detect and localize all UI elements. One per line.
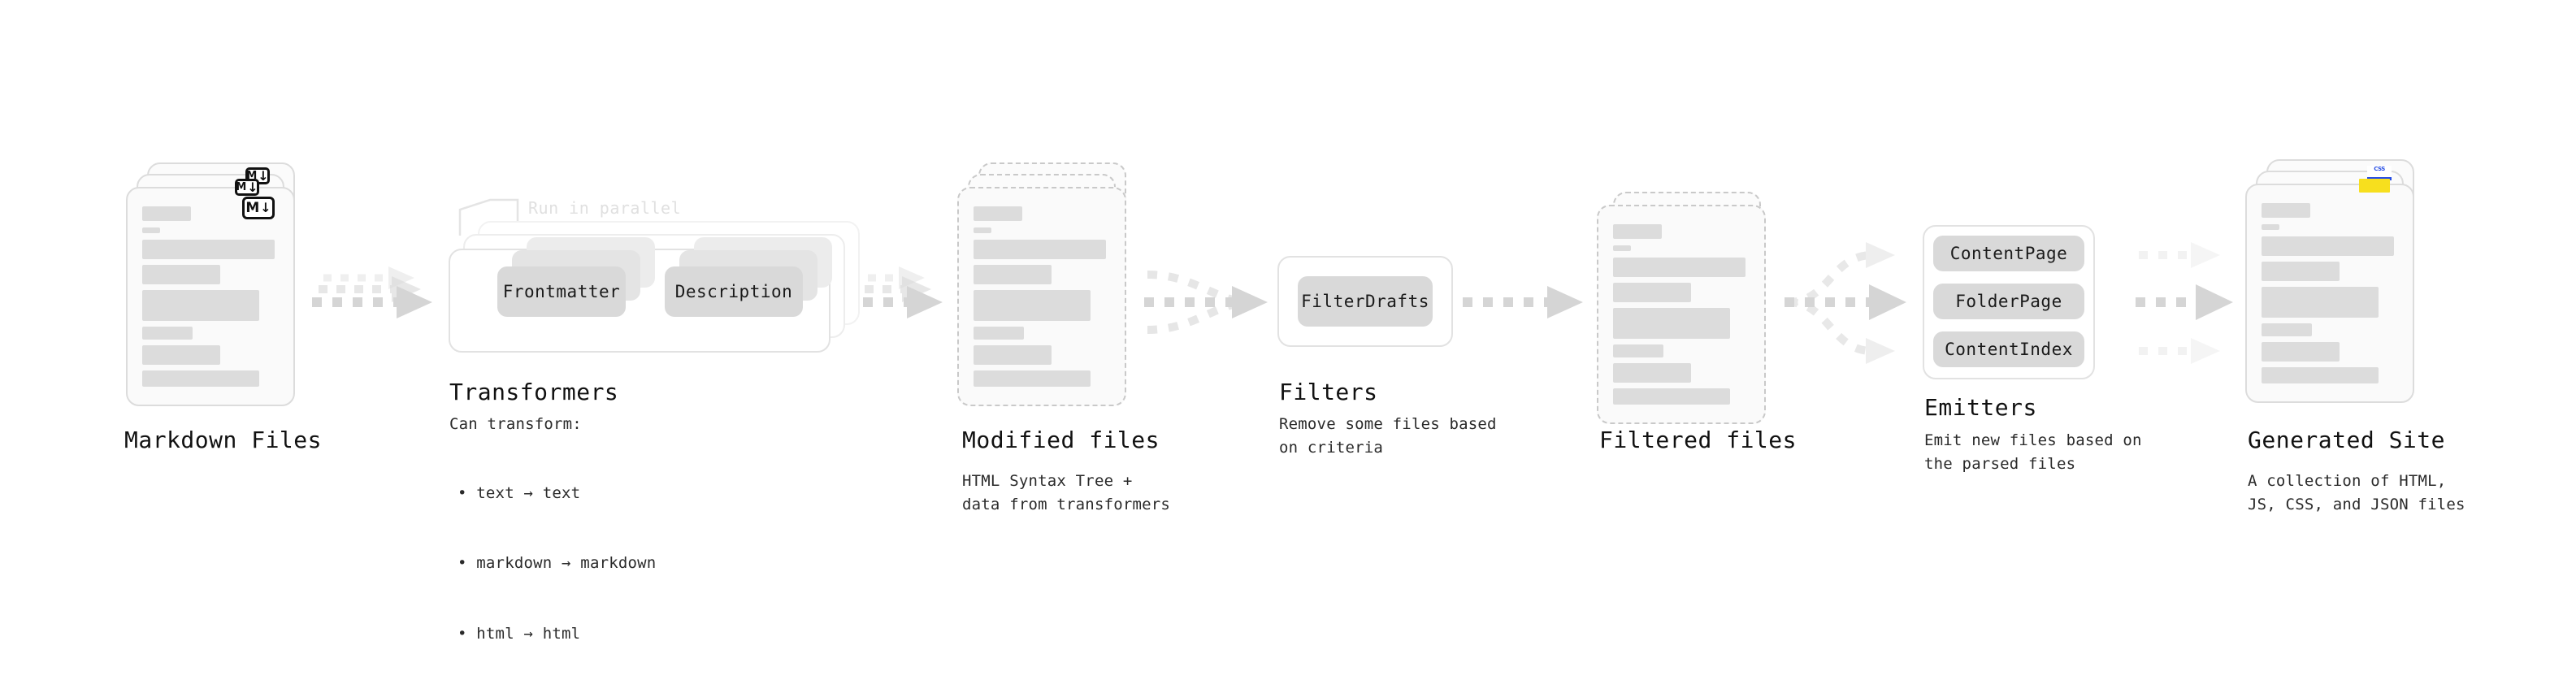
- connector-markdown-to-transformers: [312, 266, 432, 318]
- file-sheet-front: [126, 187, 295, 406]
- markdown-arrow: ↓: [247, 179, 258, 195]
- stage-title-generated-site: Generated Site: [2248, 427, 2446, 453]
- chip-folderpage[interactable]: FolderPage: [1933, 284, 2084, 319]
- chip-contentpage[interactable]: ContentPage: [1933, 236, 2084, 271]
- stage-title-emitters: Emitters: [1924, 394, 2037, 421]
- markdown-arrow: ↓: [260, 200, 271, 215]
- chip-filterdrafts-label: FilterDrafts: [1301, 292, 1429, 311]
- stage-desc-transformers: Can transform:: [449, 415, 582, 433]
- transformer-bullet-list: • text → text • markdown → markdown • ht…: [458, 435, 656, 693]
- list-item: • text → text: [458, 483, 581, 502]
- chip-frontmatter-label: Frontmatter: [502, 282, 621, 301]
- markdown-letter: M: [245, 199, 260, 216]
- chip-contentindex[interactable]: ContentIndex: [1933, 331, 2084, 367]
- chip-contentpage-label: ContentPage: [1949, 244, 2068, 263]
- stage-desc-emitters: Emit new files based on the parsed files: [1924, 431, 2142, 473]
- stage-title-filtered-files: Filtered files: [1599, 427, 1798, 453]
- chip-description-label: Description: [674, 282, 793, 301]
- connector-modified-to-filters: [1144, 271, 1268, 334]
- connector-filtered-to-emitters: [1785, 242, 1906, 364]
- markdown-letter: M: [236, 181, 247, 193]
- css-label: CSS: [2374, 166, 2385, 172]
- connector-emitters-to-site: [2136, 242, 2233, 364]
- markdown-arrow: ↓: [258, 167, 269, 184]
- connector-filters-to-filtered: [1463, 286, 1583, 318]
- markdown-icon: M↓: [242, 197, 275, 219]
- file-sheet-front: [2245, 184, 2414, 403]
- list-item: • markdown → markdown: [458, 554, 657, 573]
- javascript-icon: [2359, 179, 2390, 193]
- chip-contentindex-label: ContentIndex: [1945, 340, 2073, 359]
- stage-title-transformers: Transformers: [449, 379, 619, 405]
- chip-filterdrafts[interactable]: FilterDrafts: [1298, 276, 1433, 327]
- chip-description[interactable]: Description: [665, 266, 803, 317]
- stage-title-filters: Filters: [1279, 379, 1378, 405]
- stage-desc-generated-site: A collection of HTML, JS, CSS, and JSON …: [2248, 472, 2465, 513]
- run-in-parallel-note: Run in parallel: [528, 198, 682, 218]
- stage-title-markdown-files: Markdown Files: [124, 427, 323, 453]
- list-item: • html → html: [458, 625, 581, 643]
- markdown-icon-back-1: M↓: [235, 179, 259, 196]
- chip-folderpage-label: FolderPage: [1955, 292, 2062, 311]
- stage-desc-filters: Remove some files based on criteria: [1279, 415, 1497, 457]
- file-sheet-front: [1597, 205, 1766, 424]
- chip-frontmatter[interactable]: Frontmatter: [497, 266, 626, 317]
- stage-desc-modified-files: HTML Syntax Tree + data from transformer…: [962, 472, 1171, 513]
- file-sheet-front: [957, 187, 1126, 406]
- stage-title-modified-files: Modified files: [962, 427, 1160, 453]
- markdown-letter: M: [246, 170, 258, 182]
